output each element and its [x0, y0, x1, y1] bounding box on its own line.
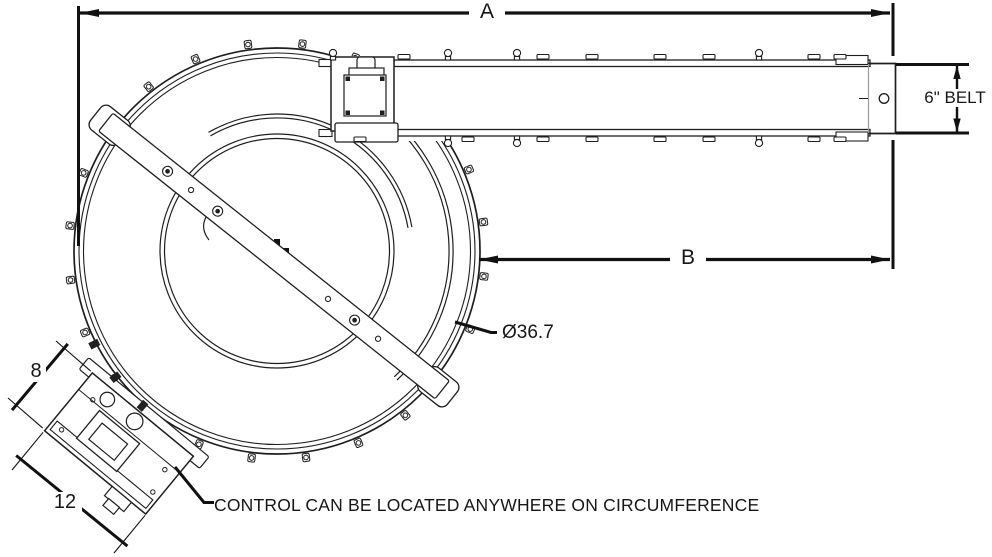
end-roller-pin [878, 93, 890, 104]
belt-width-label: 6" BELT [917, 89, 992, 107]
ext-8a [55, 340, 92, 372]
ext-12b [113, 514, 146, 554]
left-mount-plate [318, 128, 333, 138]
rim-clamps [88, 338, 149, 412]
gland-hole [125, 412, 144, 431]
arrow-belt-down [953, 118, 961, 132]
arrow-a-right [871, 9, 890, 17]
control-leader [173, 466, 214, 504]
belt-conveyor [318, 48, 897, 148]
gland-hole [99, 391, 116, 408]
drive-unit [330, 56, 399, 143]
ext-8b [7, 397, 44, 429]
rail-bolts [328, 48, 847, 148]
enclosure-screws [58, 397, 168, 495]
arrow-b-right [871, 255, 890, 264]
end-bracket [835, 54, 869, 66]
dim-12-label: 12 [48, 492, 82, 513]
arrow-belt-up [953, 65, 961, 79]
dim-8-label: 8 [26, 361, 46, 382]
ext-12a [11, 431, 44, 471]
arrow-b-left [479, 255, 498, 264]
bowl-diameter-label: Ø36.7 [502, 322, 554, 343]
control-note-label: CONTROL CAN BE LOCATED ANYWHERE ON CIRCU… [214, 495, 760, 515]
arm-rivets [162, 165, 382, 342]
belt-end-frame [868, 62, 897, 135]
top-rail [393, 59, 871, 68]
bottom-rail [393, 128, 871, 137]
diameter-leader [454, 320, 497, 334]
arrow-a-left [80, 9, 99, 17]
arm-bar [98, 113, 450, 399]
dim-a-label: A [469, 0, 505, 24]
dim-b-label: B [670, 246, 706, 270]
sweep-arm [88, 104, 460, 408]
control-box [43, 357, 209, 516]
